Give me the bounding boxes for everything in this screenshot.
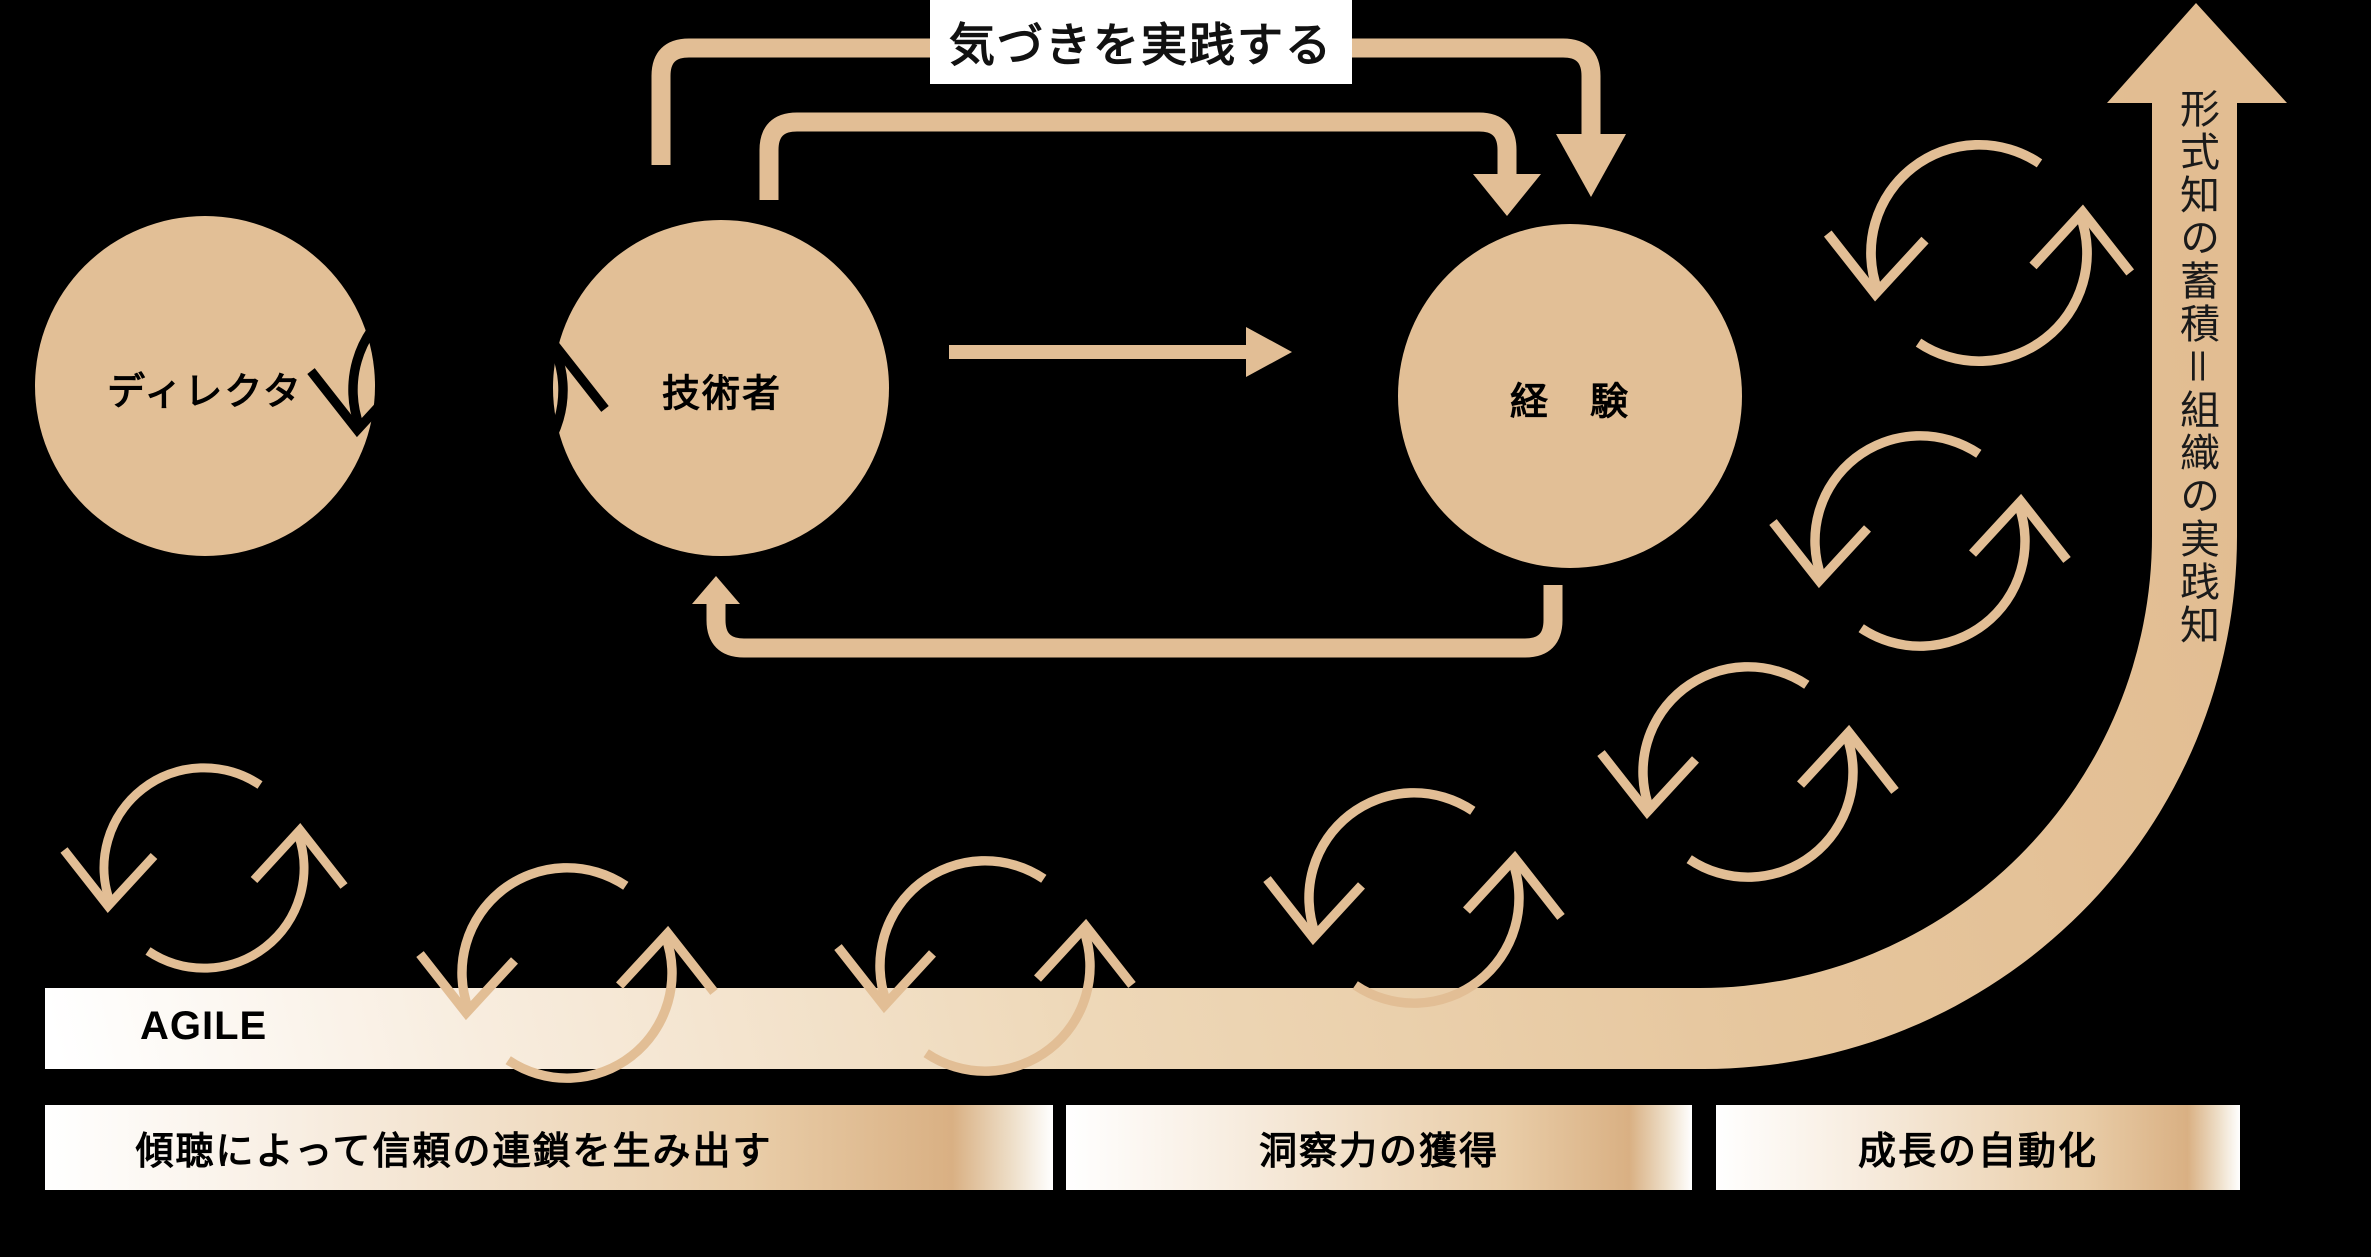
engineer-to-experience-arrow <box>949 327 1292 377</box>
experience-circle <box>1398 224 1742 568</box>
return-loop <box>706 585 1563 658</box>
cycle-icon <box>1773 436 2067 646</box>
experience-label: 経 験 <box>1509 381 1631 424</box>
return-loop-arrowhead-icon <box>692 576 740 604</box>
phase-label: 成長の自動化 <box>1857 1131 2098 1173</box>
phase-label: 洞察力の獲得 <box>1258 1131 1499 1173</box>
outer-loop-arrowhead-icon <box>1556 134 1626 197</box>
phase-label: 傾聴によって信頼の連鎖を生み出す <box>135 1131 773 1173</box>
engineer-label: 技術者 <box>661 373 783 416</box>
title-text: 気づきを実践する <box>949 19 1333 71</box>
cycle-icon <box>64 768 344 968</box>
director-circle <box>35 216 375 556</box>
phase-band-listening: 傾聴によって信頼の連鎖を生み出す <box>45 1105 1053 1190</box>
cycle-icon <box>1267 793 1561 1003</box>
inner-feedback-loop <box>759 112 1517 200</box>
vertical-caption: 形式知の蓄積＝組織の実践知 <box>2173 88 2219 647</box>
cycle-icon <box>1601 667 1895 877</box>
cycle-icon <box>1828 145 2130 361</box>
engineer-circle <box>553 220 889 556</box>
growth-arrow <box>45 3 2287 1069</box>
phase-band-insight: 洞察力の獲得 <box>1066 1105 1692 1190</box>
inner-loop-arrowhead-icon <box>1473 174 1541 216</box>
agile-label: AGILE <box>140 1004 268 1048</box>
phase-band-automation: 成長の自動化 <box>1716 1105 2240 1190</box>
title-banner: 気づきを実践する <box>930 0 1352 84</box>
director-label: ディレクタ <box>107 371 303 414</box>
